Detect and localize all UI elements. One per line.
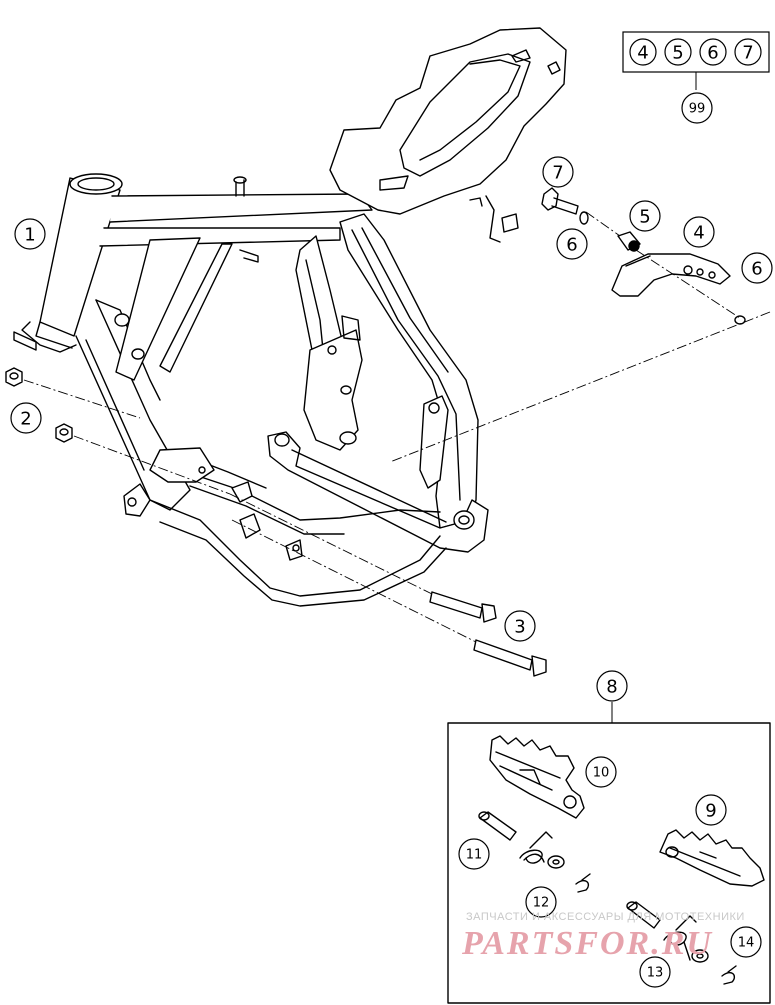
callout-6a-circle <box>556 228 588 260</box>
frame-bolt-long-lower <box>473 639 547 677</box>
callout-6b-circle <box>741 252 773 284</box>
kit-item-4: 4 <box>637 43 648 64</box>
footpeg-clip-left <box>575 873 591 893</box>
kit-item-5: 5 <box>672 43 683 64</box>
footpeg-pin-right <box>626 901 661 929</box>
callout-12: 12 <box>533 896 550 911</box>
leader-lines <box>23 211 771 643</box>
kit-item-7: 7 <box>742 43 753 64</box>
callout-11: 11 <box>466 848 483 863</box>
callout-10-circle <box>585 756 617 788</box>
callout-99: 99 <box>681 92 713 124</box>
callout-12-circle <box>525 886 557 918</box>
watermark: ЗАПЧАСТИ И АКСЕССУАРЫ ДЛЯ МОТОТЕХНИКИ PA… <box>461 911 745 962</box>
footpeg-right <box>659 829 765 887</box>
callout-2-circle <box>10 402 42 434</box>
footpeg-spring-right <box>663 915 697 961</box>
frame-bolt-long-upper <box>429 591 497 623</box>
watermark-brand: PARTSFOR.RU <box>461 925 713 962</box>
callout-4: 4 <box>693 223 704 244</box>
callout-8: 8 <box>606 677 617 698</box>
callout-7-circle <box>542 156 574 188</box>
callout-99-label: 99 <box>689 102 706 117</box>
callout-9-circle <box>695 794 727 826</box>
callout-13-circle <box>639 956 671 988</box>
frame-assembly <box>13 27 567 607</box>
chain-guide <box>611 253 731 297</box>
callout-8-circle <box>596 670 628 702</box>
kit-box: 4 5 6 7 <box>622 31 770 73</box>
watermark-tagline: ЗАПЧАСТИ И АКСЕССУАРЫ ДЛЯ МОТОТЕХНИКИ <box>466 911 745 923</box>
callout-1-circle <box>14 218 46 250</box>
callout-4-circle <box>683 216 715 248</box>
callout-5: 5 <box>639 207 650 228</box>
footpeg-box <box>447 722 771 1004</box>
footpeg-pin <box>478 811 517 841</box>
footpeg-left <box>489 735 585 819</box>
callout-14: 14 <box>738 936 755 951</box>
frame-nut-upper <box>5 367 23 387</box>
callout-10: 10 <box>593 766 610 781</box>
footpeg-washer-left <box>547 855 565 869</box>
footpeg-washer-right <box>691 949 709 963</box>
callout-13: 13 <box>647 966 664 981</box>
callout-2: 2 <box>20 409 31 430</box>
callout-11-circle <box>458 838 490 870</box>
chain-guide-washer-lower <box>734 315 746 325</box>
callout-3-circle <box>504 610 536 642</box>
callout-5-circle <box>629 200 661 232</box>
callout-1: 1 <box>24 225 35 246</box>
callout-9: 9 <box>705 801 716 822</box>
callout-14-circle <box>730 926 762 958</box>
footpeg-spring-left <box>519 831 553 864</box>
frame-nut-lower <box>55 423 73 443</box>
kit-item-6: 6 <box>707 43 718 64</box>
callout-3: 3 <box>514 617 525 638</box>
chain-guide-washer-upper <box>579 211 589 225</box>
chain-guide-bushing <box>617 231 641 252</box>
footpeg-clip-right <box>721 965 737 985</box>
callout-6a: 6 <box>566 235 577 256</box>
callout-7: 7 <box>552 163 563 184</box>
callout-6b: 6 <box>751 259 762 280</box>
chain-guide-bolt <box>541 187 579 215</box>
solid-leaders <box>611 72 697 723</box>
